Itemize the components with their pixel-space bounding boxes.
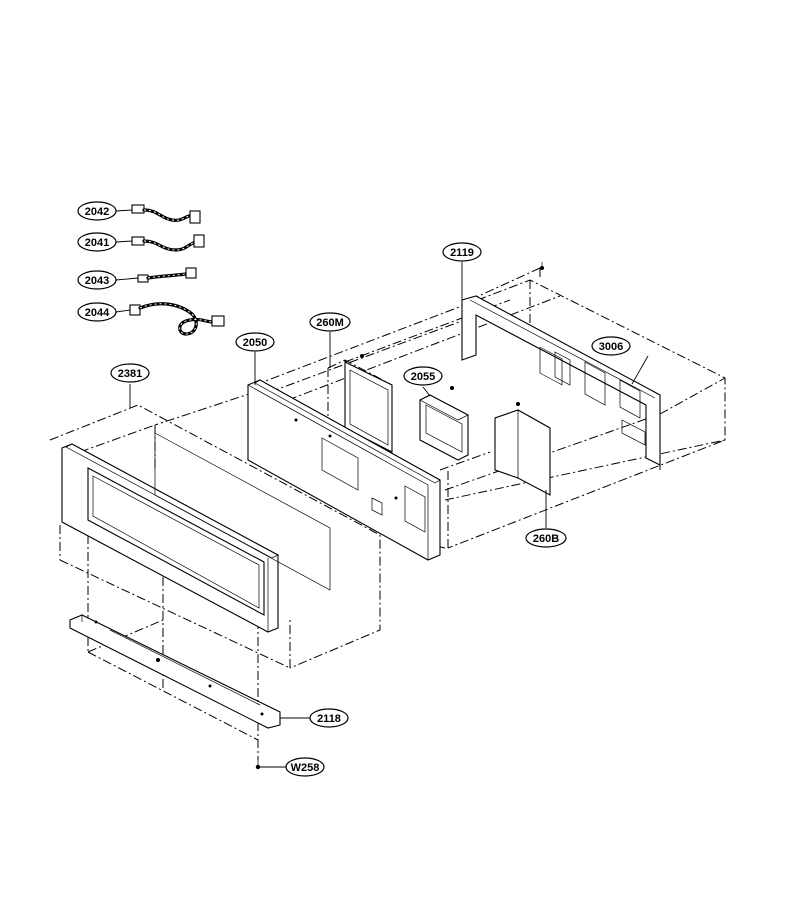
control-panel-2050 [247,379,441,561]
part-label-2043: 2043 [77,270,117,290]
leader-lines [115,209,547,768]
part-label-text: 2041 [85,237,109,249]
part-label-2044: 2044 [77,302,117,322]
bottom-bracket-2118 [69,614,281,729]
part-label-text: 2050 [243,337,267,349]
part-label-text: 2043 [85,275,109,287]
part-label-text: 2055 [411,371,435,383]
wire-harness-2043 [137,267,197,283]
part-label-2050: 2050 [235,332,275,352]
part-label-2042: 2042 [77,201,117,221]
front-bezel-2381 [61,432,331,633]
part-label-3006: 3006 [591,336,631,356]
part-label-text: 260B [533,533,559,545]
wire-harness-2041 [131,234,205,252]
part-label-text: 260M [316,317,344,329]
shield-plate-260M [344,354,393,453]
part-label-260B: 260B [525,528,567,548]
rear-bracket-2119 [461,262,661,466]
wire-harness-2042 [131,204,201,224]
part-label-text: 3006 [599,341,623,353]
screw-W258 [255,758,261,770]
part-label-2119: 2119 [442,242,482,262]
part-label-W258: W258 [285,757,325,777]
part-label-2381: 2381 [110,363,150,383]
part-label-2118: 2118 [309,708,349,728]
wire-harness-2044 [129,302,225,336]
part-label-text: 2119 [450,247,474,259]
part-label-260M: 260M [309,312,351,332]
part-label-2055: 2055 [403,366,443,386]
part-label-2041: 2041 [77,232,117,252]
part-label-text: W258 [291,762,320,774]
part-label-text: 2044 [85,307,110,319]
shield-plate-260B [494,402,551,496]
part-label-text: 2042 [85,206,109,218]
part-label-text: 2381 [118,368,142,380]
display-frame-2055 [419,386,469,461]
part-label-text: 2118 [317,713,341,725]
